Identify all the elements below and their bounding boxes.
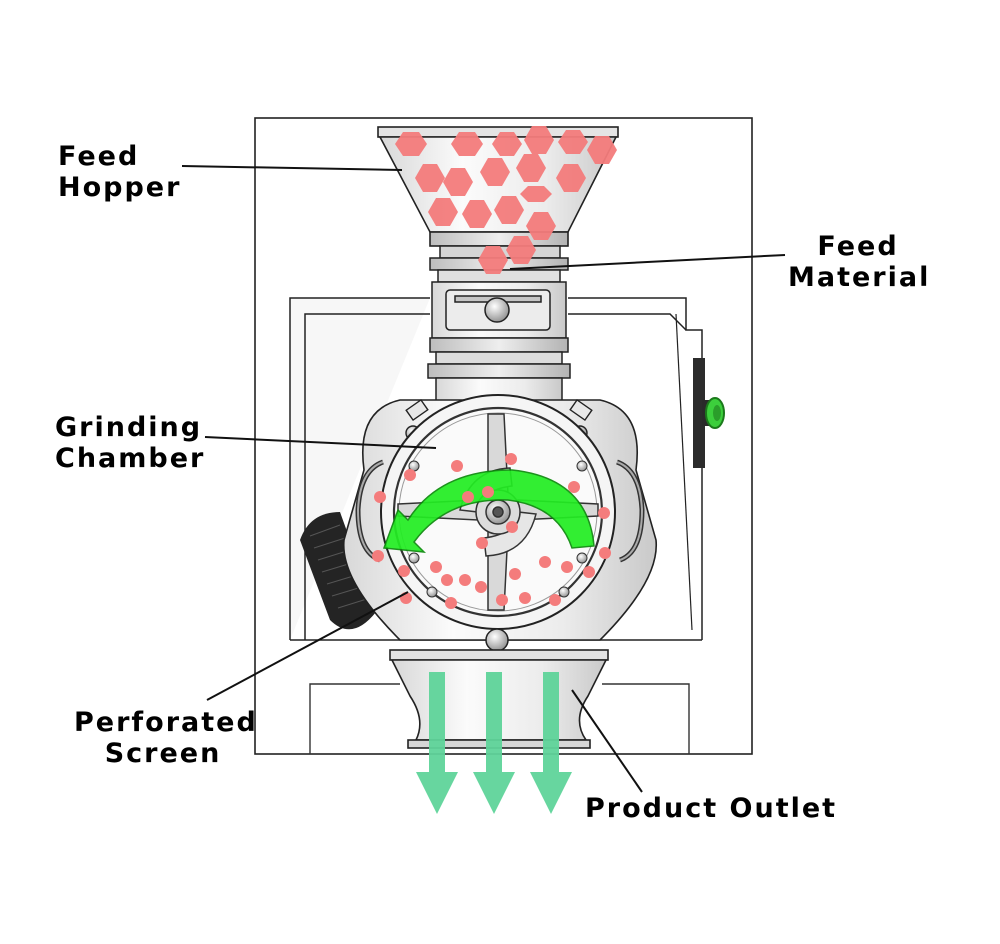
feed-material-particles <box>395 126 617 274</box>
feed-hopper-label-line-2: Hopper <box>58 172 182 203</box>
green-valve <box>702 397 725 429</box>
feed-hopper-label: Feed Hopper <box>58 141 180 203</box>
feed-material-label-line-1: Feed <box>817 231 899 262</box>
grinding-chamber-label: Grinding Chamber <box>55 412 205 474</box>
grinding-chamber-label-line-2: Chamber <box>55 443 206 474</box>
feed-hopper-label-line-1: Feed <box>58 141 140 172</box>
perforated-screen-label-line-1: Perforated <box>74 707 258 738</box>
perforated-screen-label-line-2: Screen <box>104 738 222 769</box>
curved-arrow-icon <box>382 469 595 553</box>
product-outlet-label: Product Outlet <box>585 793 838 824</box>
down-arrow-icon <box>416 672 572 814</box>
grinding-chamber-label-line-1: Grinding <box>55 412 203 443</box>
perforated-screen-label: Perforated Screen <box>74 707 258 769</box>
feed-material-label-line-2: Material <box>788 262 931 293</box>
bottom-knob <box>485 628 509 652</box>
feed-material-label: Feed Material <box>788 231 928 293</box>
feed-neck <box>427 245 571 405</box>
chamber-particles <box>372 453 611 609</box>
control-strip <box>693 358 705 468</box>
leader-lines <box>181 165 786 793</box>
machine-frame <box>254 117 753 755</box>
machine-base <box>309 683 690 754</box>
